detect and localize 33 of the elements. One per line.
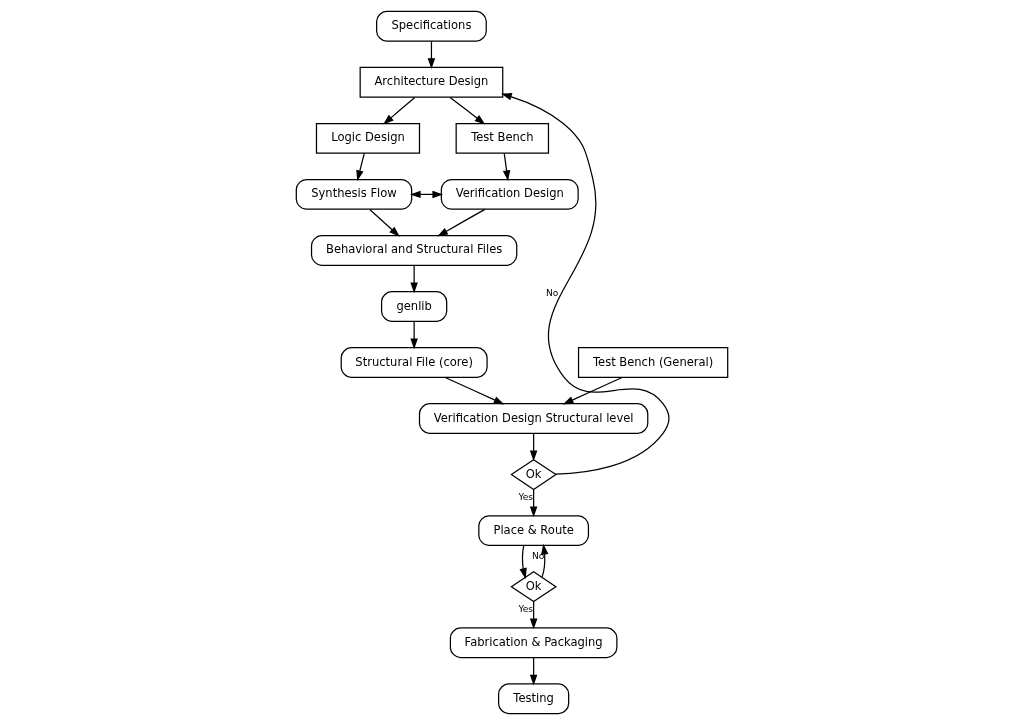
edge-label: Yes: [518, 603, 534, 614]
arrow: [519, 545, 527, 579]
node-box: Test Bench: [455, 122, 550, 154]
node-box: Synthesis Flow: [295, 178, 413, 210]
edge-label: No: [531, 550, 545, 561]
arrow: [444, 376, 505, 405]
arrow: [501, 93, 670, 475]
node-box: Fabrication & Packaging: [449, 627, 618, 659]
node-diamond: Ok: [510, 459, 557, 491]
edge-label: Yes: [518, 491, 534, 502]
arrow: [449, 96, 486, 125]
arrow: [369, 208, 400, 237]
node-box: Structural File (core): [340, 347, 488, 378]
edge-label: No: [545, 287, 559, 298]
arrow: [562, 376, 623, 405]
node-box: Verification Design Structural level: [418, 403, 649, 434]
node-box: genlib: [380, 291, 448, 322]
node-diamond: Ok: [510, 571, 557, 603]
arrow: [356, 152, 365, 181]
arrow: [383, 96, 416, 125]
node-box: Test Bench (General): [577, 347, 729, 378]
arrow: [502, 152, 511, 182]
node-box: Testing: [498, 683, 570, 715]
arrow: [540, 543, 549, 578]
node-box: Verification Design: [440, 178, 579, 210]
node-box: Place & Route: [478, 515, 590, 547]
node-box: Architecture Design: [359, 66, 504, 98]
node-box: Logic Design: [315, 122, 421, 154]
node-box: Behavioral and Structural Files: [310, 234, 518, 266]
arrow: [410, 264, 418, 294]
arrow: [410, 320, 418, 350]
node-box: Specifications: [376, 10, 487, 42]
arrow: [437, 208, 486, 237]
